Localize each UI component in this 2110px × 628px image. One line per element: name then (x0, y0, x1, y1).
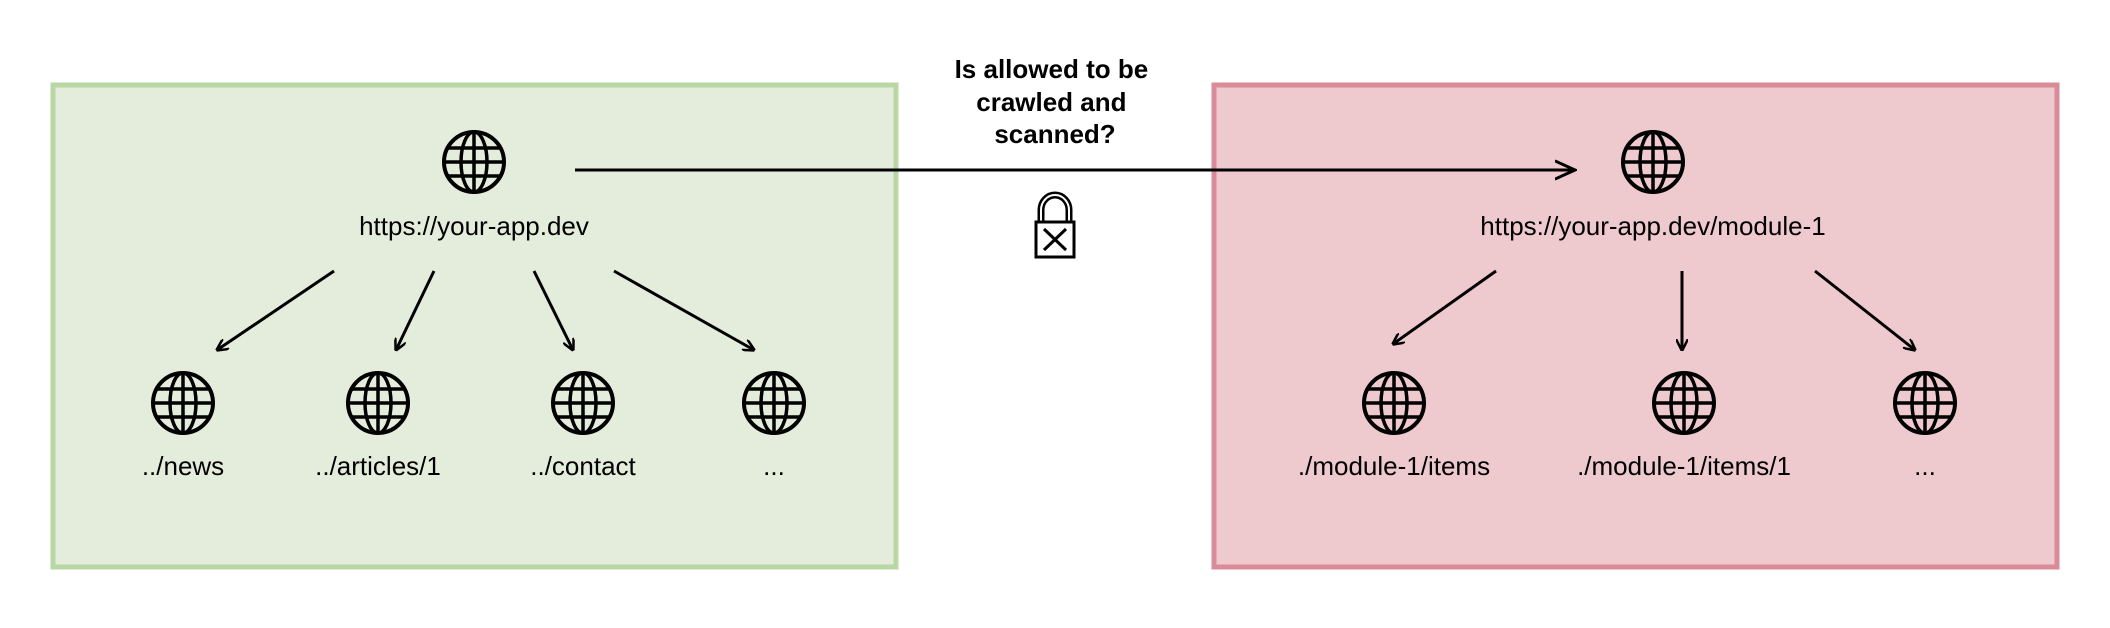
globe-icon (346, 371, 410, 435)
edge-root-more (613, 269, 754, 350)
padlock-x-icon (1034, 191, 1076, 259)
node-label: ./module-1/items (1298, 451, 1490, 481)
node-label: ../contact (530, 451, 636, 481)
node-news[interactable]: ../news (142, 371, 224, 481)
node-label: ./module-1/items/1 (1577, 451, 1791, 481)
node-articles[interactable]: ../articles/1 (315, 371, 441, 481)
node-label: https://your-app.dev/module-1 (1480, 211, 1825, 241)
node-module[interactable]: https://your-app.dev/module-1 (1480, 130, 1826, 241)
globe-icon (442, 130, 506, 194)
edge-root-articles (396, 270, 436, 350)
globe-icon (742, 371, 806, 435)
node-contact[interactable]: ../contact (530, 371, 637, 481)
node-label: ../news (142, 451, 224, 481)
globe-icon (1621, 130, 1685, 194)
globe-icon (151, 371, 215, 435)
edge-module-more (1814, 269, 1915, 350)
edge-root-contact (532, 270, 573, 350)
globe-icon (1893, 371, 1957, 435)
edge-root-news (217, 269, 335, 350)
node-more-left[interactable]: ... (742, 371, 806, 481)
globe-icon (551, 371, 615, 435)
crawl-question-label: Is allowed to be crawled and scanned? (955, 54, 1156, 149)
node-module-items[interactable]: ./module-1/items (1298, 371, 1490, 481)
node-label: ... (1914, 451, 1936, 481)
restricted-zone (1211, 82, 2060, 570)
node-root[interactable]: https://your-app.dev (359, 130, 589, 241)
node-module-item1[interactable]: ./module-1/items/1 (1577, 371, 1791, 481)
node-label: ... (763, 451, 785, 481)
edge-module-items (1393, 269, 1497, 344)
globe-icon (1652, 371, 1716, 435)
node-more-right[interactable]: ... (1893, 371, 1957, 481)
globe-icon (1362, 371, 1426, 435)
node-label: https://your-app.dev (359, 211, 589, 241)
node-label: ../articles/1 (315, 451, 441, 481)
